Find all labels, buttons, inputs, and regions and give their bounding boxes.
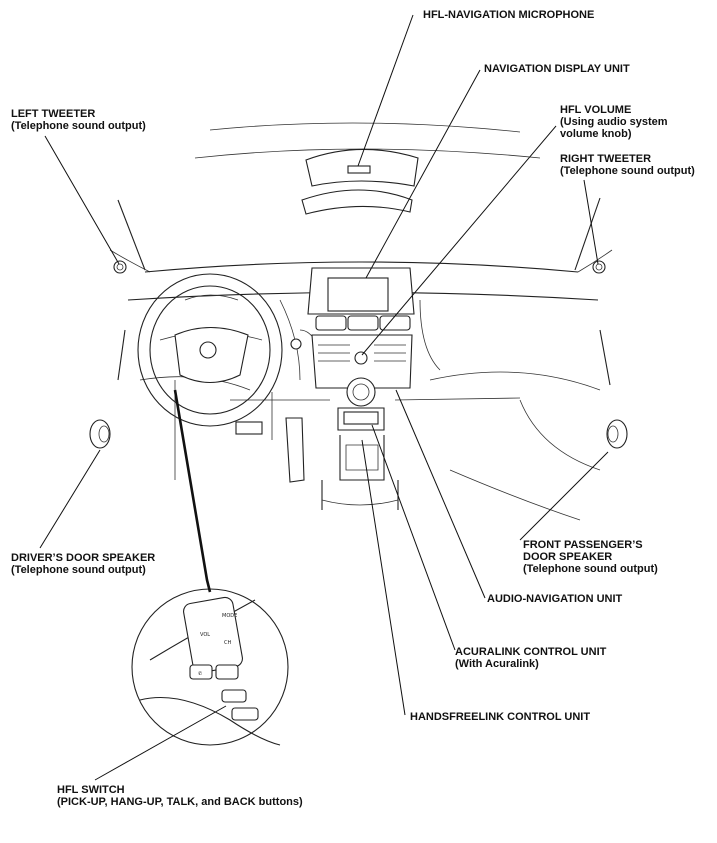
passenger-door-speaker-shape <box>606 419 628 449</box>
left-tweeter-note: (Telephone sound output) <box>11 120 146 132</box>
drivers-door-speaker-shape <box>89 419 111 449</box>
center-stack <box>307 267 415 510</box>
label-audio-nav-unit: AUDIO-NAVIGATION UNIT <box>487 593 622 605</box>
right-tweeter-shape <box>592 260 606 274</box>
leader-lines <box>39 14 609 781</box>
front-passenger-text-2: DOOR SPEAKER <box>523 551 613 563</box>
drivers-door-speaker-note: (Telephone sound output) <box>11 564 146 576</box>
switch-mode-text: MODE <box>222 613 237 619</box>
drivers-door-speaker-text: DRIVER’S DOOR SPEAKER <box>11 552 156 564</box>
floor-area <box>174 380 601 521</box>
label-handsfreelink-unit: HANDSFREELINK CONTROL UNIT <box>410 711 590 723</box>
label-front-passenger-speaker: FRONT PASSENGER’S DOOR SPEAKER (Telephon… <box>523 539 658 575</box>
label-drivers-door-speaker: DRIVER’S DOOR SPEAKER (Telephone sound o… <box>11 552 155 576</box>
hfl-switch-note: (PICK-UP, HANG-UP, TALK, and BACK button… <box>57 796 303 808</box>
right-tweeter-text: RIGHT TWEETER <box>560 153 652 165</box>
handsfreelink-unit-text: HANDSFREELINK CONTROL UNIT <box>410 711 591 723</box>
windshield-outline <box>109 122 613 273</box>
label-hfl-volume: HFL VOLUME (Using audio system volume kn… <box>560 104 668 140</box>
svg-text:✆: ✆ <box>198 671 202 677</box>
audio-nav-unit-text: AUDIO-NAVIGATION UNIT <box>487 593 623 605</box>
label-hfl-nav-mic: HFL-NAVIGATION MICROPHONE <box>423 9 594 21</box>
label-right-tweeter: RIGHT TWEETER (Telephone sound output) <box>560 153 695 177</box>
acuralink-unit-text: ACURALINK CONTROL UNIT <box>455 646 607 658</box>
label-hfl-switch: HFL SWITCH (PICK-UP, HANG-UP, TALK, and … <box>57 784 303 808</box>
switch-vol-text: VOL <box>200 632 210 638</box>
nav-display-text: NAVIGATION DISPLAY UNIT <box>484 63 630 75</box>
acuralink-note: (With Acuralink) <box>455 658 539 670</box>
front-passenger-note: (Telephone sound output) <box>523 563 658 575</box>
label-nav-display: NAVIGATION DISPLAY UNIT <box>484 63 630 75</box>
front-passenger-text-1: FRONT PASSENGER’S <box>523 539 643 551</box>
steering-wheel <box>137 273 302 427</box>
switch-ch-text: CH <box>224 640 231 646</box>
label-acuralink-unit: ACURALINK CONTROL UNIT (With Acuralink) <box>455 646 606 670</box>
hfl-switch-inset: MODE VOL CH ✆ <box>131 588 289 746</box>
label-left-tweeter: LEFT TWEETER (Telephone sound output) <box>11 108 146 132</box>
hfl-nav-mic-text: HFL-NAVIGATION MICROPHONE <box>423 9 595 21</box>
left-tweeter-shape <box>113 260 127 274</box>
right-tweeter-note: (Telephone sound output) <box>560 165 695 177</box>
hfl-volume-text: HFL VOLUME <box>560 104 632 116</box>
left-tweeter-text: LEFT TWEETER <box>11 108 96 120</box>
hfl-volume-note-2: volume knob) <box>560 128 632 140</box>
rearview-mirror <box>301 148 419 215</box>
hfl-switch-text: HFL SWITCH <box>57 784 125 796</box>
hfl-volume-note-1: (Using audio system <box>560 116 668 128</box>
